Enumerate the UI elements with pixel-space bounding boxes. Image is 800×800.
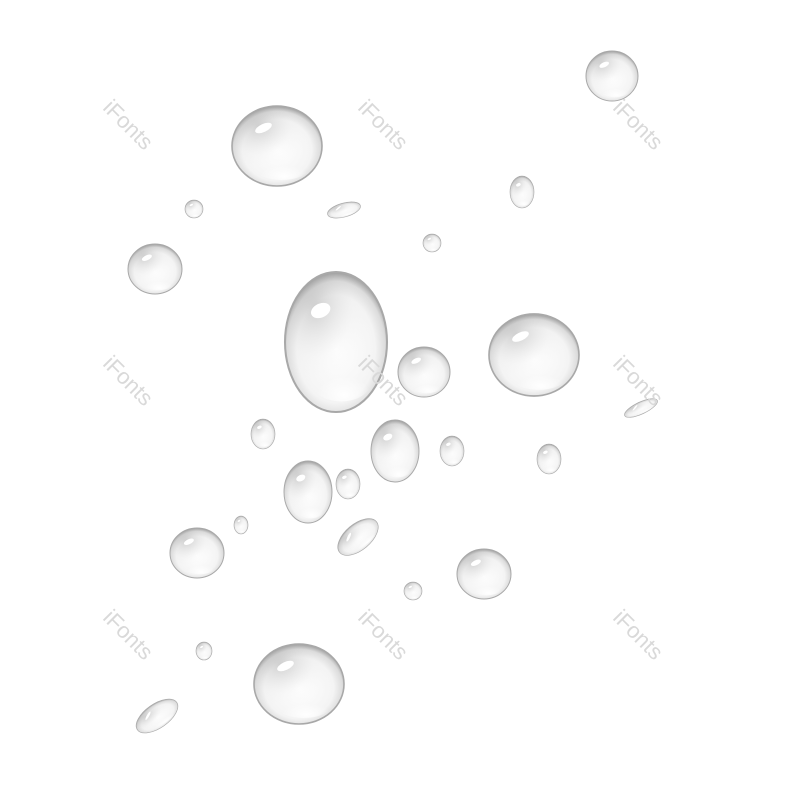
drop-highlight: [427, 237, 431, 241]
drop-highlight: [408, 585, 412, 589]
drop-highlight: [296, 474, 306, 482]
drop-highlight: [599, 61, 610, 68]
water-drop: [456, 548, 512, 600]
water-drop: [283, 460, 333, 524]
water-drop: [585, 50, 639, 102]
water-drop: [337, 518, 379, 556]
drop-highlight: [516, 183, 521, 187]
drop-highlight: [383, 433, 393, 441]
drop-highlight: [141, 254, 152, 261]
drop-highlight: [277, 660, 294, 672]
water-drop: [127, 243, 183, 295]
water-drop: [233, 515, 249, 535]
water-drop: [135, 698, 179, 734]
water-drop: [403, 581, 423, 601]
drop-highlight: [342, 475, 347, 479]
drop-highlight: [183, 538, 194, 545]
drop-highlight: [257, 425, 262, 429]
water-drop: [169, 527, 225, 579]
water-drop: [231, 105, 323, 187]
water-drop: [422, 233, 442, 253]
water-drop: [370, 419, 420, 483]
drop-highlight: [189, 203, 193, 207]
water-drop: [488, 313, 580, 397]
drop-highlight: [335, 206, 341, 211]
drop-highlight: [255, 122, 272, 134]
water-drop: [624, 398, 658, 418]
drop-highlight: [200, 645, 204, 649]
drop-highlight: [543, 450, 548, 454]
water-drop: [509, 175, 535, 209]
water-drop: [536, 443, 562, 475]
water-drop: [327, 201, 361, 219]
drop-highlight: [512, 331, 529, 342]
water-drop: [250, 418, 276, 450]
drop-highlight: [346, 532, 352, 542]
drop-highlight: [470, 559, 481, 566]
drop-highlight: [632, 405, 638, 411]
water-drop: [253, 643, 345, 725]
water-drop: [397, 346, 451, 398]
water-drop: [195, 641, 213, 661]
water-drop: [335, 468, 361, 500]
water-drop: [184, 199, 204, 219]
drop-highlight: [145, 711, 151, 720]
drop-highlight: [237, 519, 241, 522]
drop-highlight: [411, 357, 422, 364]
drop-highlight: [446, 442, 451, 446]
drop-highlight: [310, 302, 331, 319]
water-drop: [439, 435, 465, 467]
water-drop: [283, 270, 389, 414]
